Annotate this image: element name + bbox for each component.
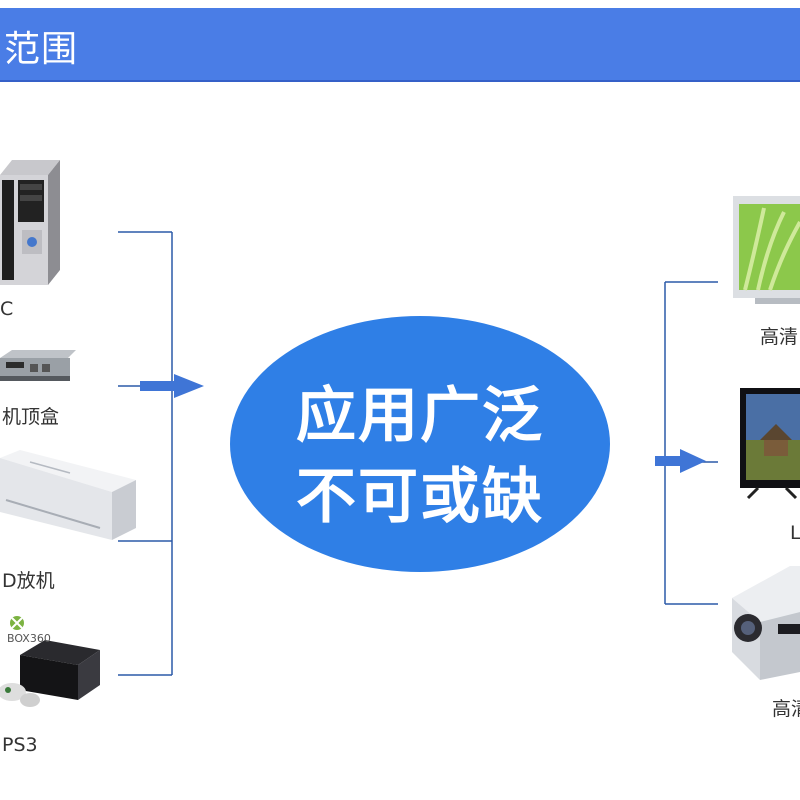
center-line-2: 不可或缺 bbox=[296, 462, 544, 532]
pc-tower-icon bbox=[0, 160, 60, 285]
set-top-box-icon bbox=[0, 350, 76, 381]
header-title: 范围 bbox=[4, 29, 79, 70]
left-connector bbox=[118, 231, 173, 676]
dvd-player-label: D放机 bbox=[2, 570, 55, 592]
led-tv-icon bbox=[740, 388, 800, 500]
set-top-box-label: 机顶盒 bbox=[2, 406, 60, 428]
game-console-icon bbox=[0, 640, 100, 707]
right-connector bbox=[664, 281, 718, 605]
center-oval bbox=[230, 316, 610, 572]
xbox-logo-text: BOX360 bbox=[7, 632, 51, 645]
right-arrow-icon bbox=[655, 449, 706, 473]
left-arrow-icon bbox=[140, 374, 204, 398]
led-tv-label: L bbox=[790, 522, 800, 544]
pc-label: C bbox=[0, 298, 14, 320]
projector-label: 高清 bbox=[772, 698, 800, 720]
lcd-tv-icon bbox=[733, 196, 800, 304]
header-banner: 范围 bbox=[0, 8, 800, 82]
center-line-1: 应用广泛 bbox=[296, 381, 544, 451]
ps3-label: PS3 bbox=[2, 734, 38, 756]
projector-icon bbox=[732, 566, 800, 680]
hd-tv-label: 高清 bbox=[760, 326, 799, 348]
dvd-player-icon bbox=[0, 450, 136, 540]
xbox-logo-icon bbox=[10, 616, 24, 630]
